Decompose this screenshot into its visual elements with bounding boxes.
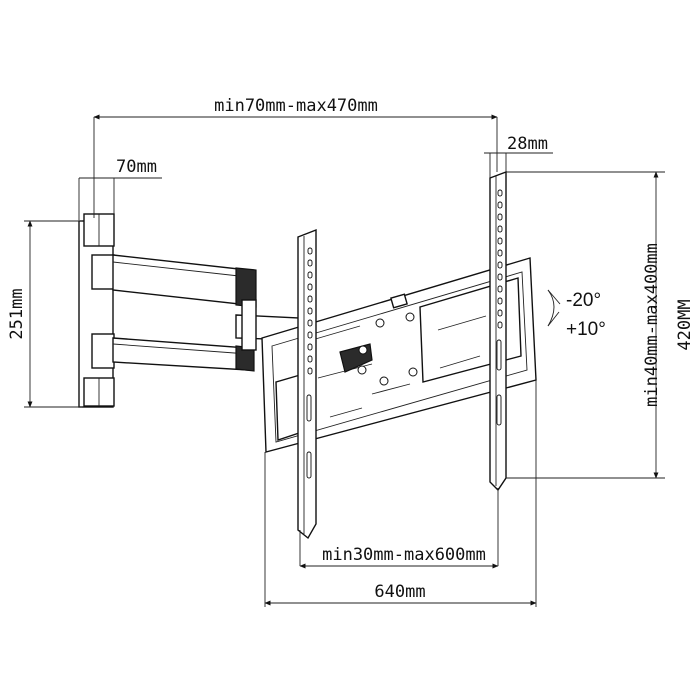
rail-slot <box>307 343 313 351</box>
rail-slot <box>497 273 503 281</box>
left-vertical-rail <box>297 228 317 540</box>
wall-plate <box>78 213 115 408</box>
arm-extension-label: min70mm-max470mm <box>214 96 378 116</box>
rail-slot <box>307 331 313 339</box>
rail-thickness-label: 28mm <box>507 134 548 154</box>
rail-slot <box>496 339 502 371</box>
rail-slot <box>497 189 503 197</box>
lower-arm <box>112 337 255 372</box>
rail-slot <box>307 271 313 279</box>
right-vertical-rail <box>489 170 507 492</box>
rail-slot <box>496 394 502 426</box>
rail-slot <box>497 237 503 245</box>
dimension-lines <box>24 114 665 607</box>
rail-slot <box>307 307 313 315</box>
rail-slot <box>497 285 503 293</box>
rail-slot <box>497 297 503 305</box>
tilt-up-label: +10° <box>566 319 606 340</box>
overall-width-label: 640mm <box>374 582 425 602</box>
rail-slot <box>306 451 312 479</box>
rail-slot <box>307 355 313 363</box>
rail-slot <box>497 213 503 221</box>
tilt-down-label: -20° <box>566 290 601 311</box>
rail-slot <box>307 259 313 267</box>
rail-slot <box>306 394 312 422</box>
overall-height-label: 420MM <box>675 299 695 350</box>
rail-slot <box>307 283 313 291</box>
rail-slot <box>497 321 503 329</box>
wall-plate-height-label: 251mm <box>7 288 27 339</box>
rail-slot <box>307 295 313 303</box>
horizontal-vesa-label: min30mm-max600mm <box>322 545 486 565</box>
upper-arm <box>112 254 257 308</box>
vertical-vesa-label: min40mm-max400mm <box>642 243 662 407</box>
rail-slot <box>307 247 313 255</box>
rail-slot <box>307 319 313 327</box>
rail-slot <box>307 367 313 375</box>
wall-plate-depth-label: 70mm <box>116 157 157 177</box>
rail-slots <box>306 189 503 479</box>
rail-slot <box>497 201 503 209</box>
rail-slot <box>497 309 503 317</box>
rail-slot <box>497 261 503 269</box>
rail-slot <box>497 225 503 233</box>
rail-slot <box>497 249 503 257</box>
